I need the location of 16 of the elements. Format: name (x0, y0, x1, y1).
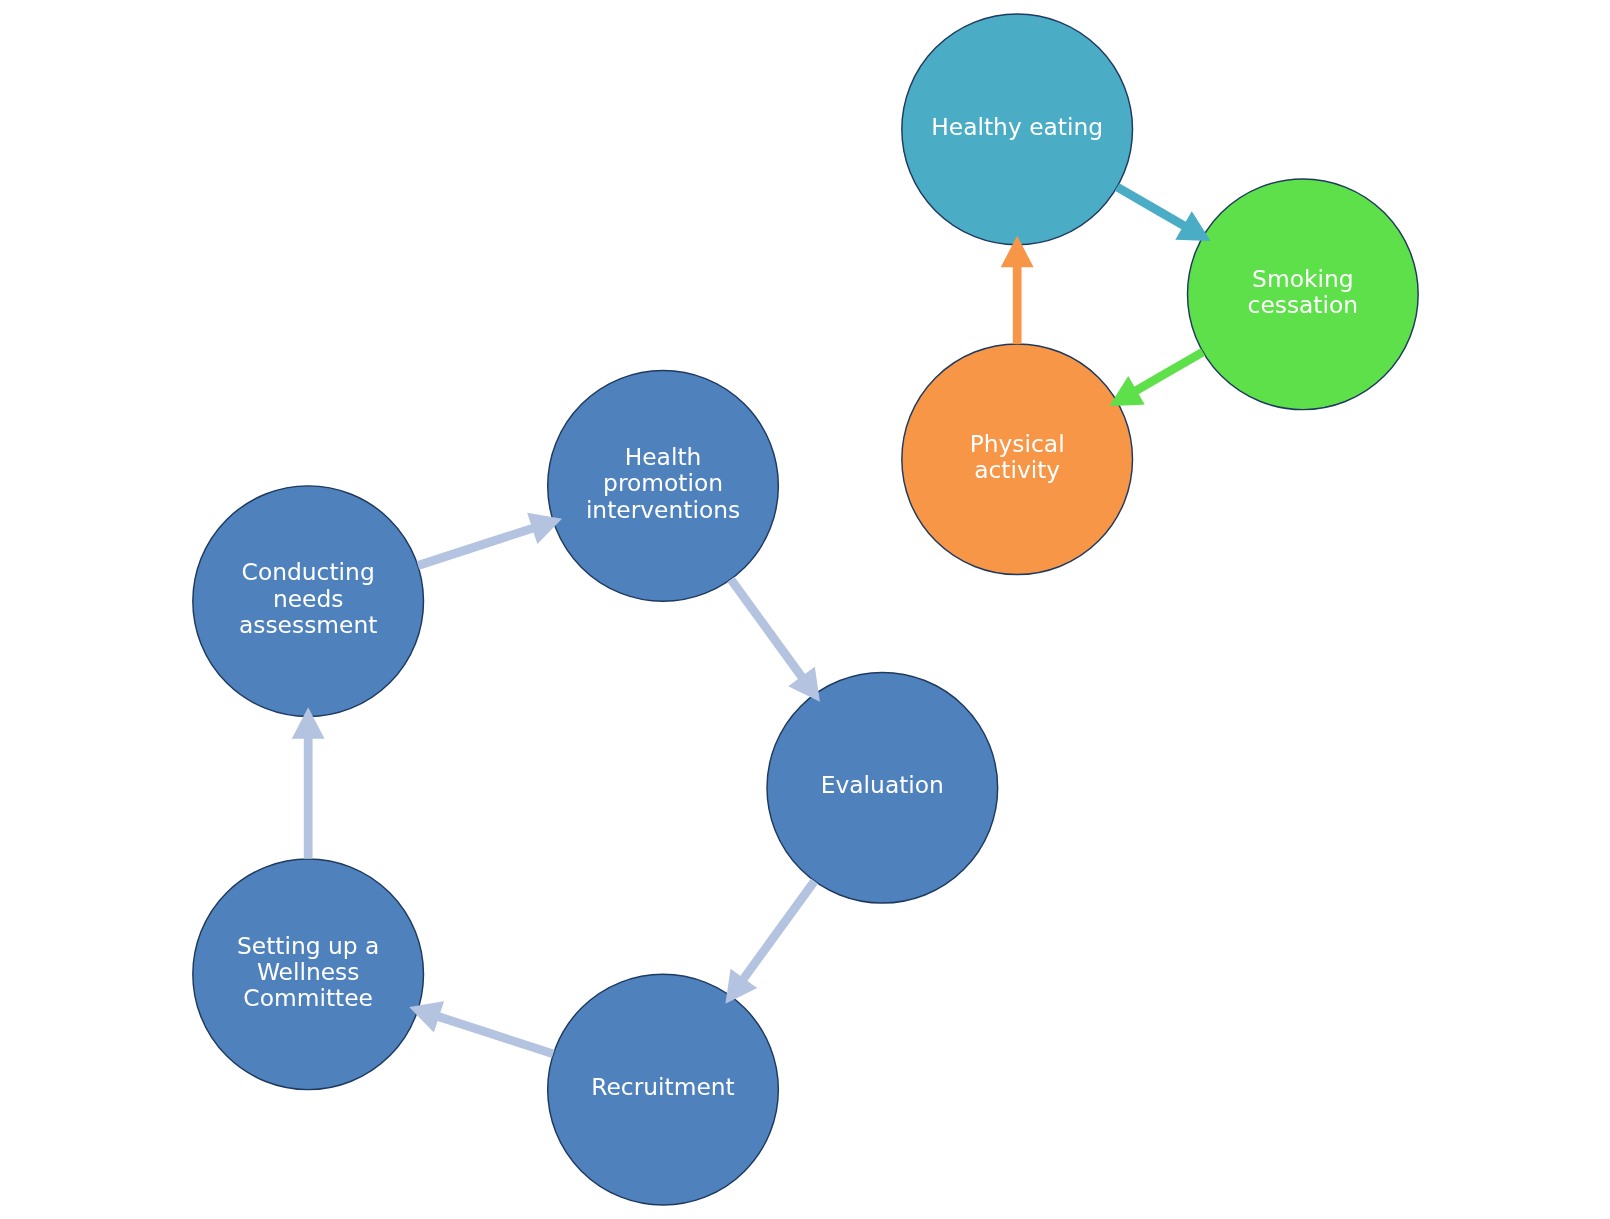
node-circle: Conducting needs assessment (191, 485, 424, 718)
arrow (416, 512, 562, 570)
node-circle: Evaluation (765, 671, 998, 904)
node-circle: Smoking cessation (1186, 178, 1419, 411)
node-circle: Health promotion interventions (546, 369, 779, 602)
arrow (1000, 235, 1034, 344)
arrow (724, 878, 818, 1004)
arrow (1108, 348, 1205, 406)
arrow (1114, 183, 1211, 242)
node-circle: Physical activity (900, 343, 1133, 576)
node-circle: Setting up a Wellness Committee (191, 858, 424, 1091)
node-circle: Healthy eating (900, 13, 1133, 246)
arrow (726, 576, 820, 702)
node-circle: Recruitment (546, 973, 779, 1206)
arrow (291, 707, 325, 859)
arrow (408, 1001, 554, 1059)
